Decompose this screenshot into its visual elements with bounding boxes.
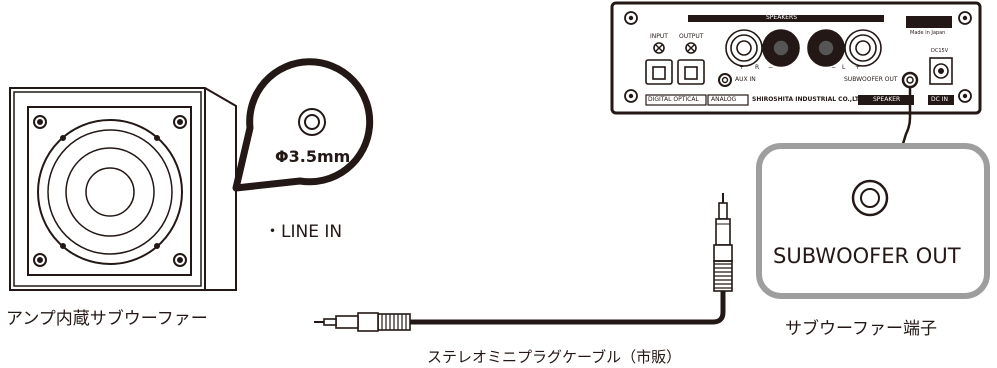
line-in-callout [232,58,374,192]
subwoofer-out-small-label: SUBWOOFER OUT [844,76,898,83]
l-minus-label: − [831,64,837,71]
output-label: OUTPUT [679,33,704,40]
l-plus-label: + [855,64,861,71]
r-plus-label: + [739,64,745,71]
jack-size-label: Φ3.5mm [275,147,351,166]
subwoofer-illustration [9,87,237,291]
speaker-label: SPEAKER [873,96,901,103]
aux-in-label: AUX IN [735,76,756,83]
dc-in-label: DC IN [931,96,948,103]
r-letter-label: R [755,64,760,71]
dc-label: DC15V [931,48,949,54]
cable-caption: ステレオミニプラグケーブル（市販） [427,348,682,366]
line-in-label: ・LINE IN [264,222,343,242]
stereo-mini-cable [314,193,733,332]
l-letter-label: L [842,64,846,71]
subwoofer-caption: アンプ内蔵サブウーファー [6,309,208,329]
maker-label: SHIROSHITA INDUSTRIAL CO.,LTD. [752,96,867,103]
subwoofer-out-caption: サブウーファー端子 [785,319,937,339]
r-minus-label: − [768,64,774,71]
subwoofer-out-label: SUBWOOFER OUT [773,244,961,268]
input-label: INPUT [650,33,668,40]
digital-optical-label: DIGITAL OPTICAL [648,96,699,103]
made-in-label: Made in Japan [910,30,946,36]
analog-label: ANALOG [711,96,737,103]
subwoofer-out-zoom [756,143,990,299]
amp-rear-panel [610,1,982,115]
speakers-label: SPEAKERS [766,14,798,21]
